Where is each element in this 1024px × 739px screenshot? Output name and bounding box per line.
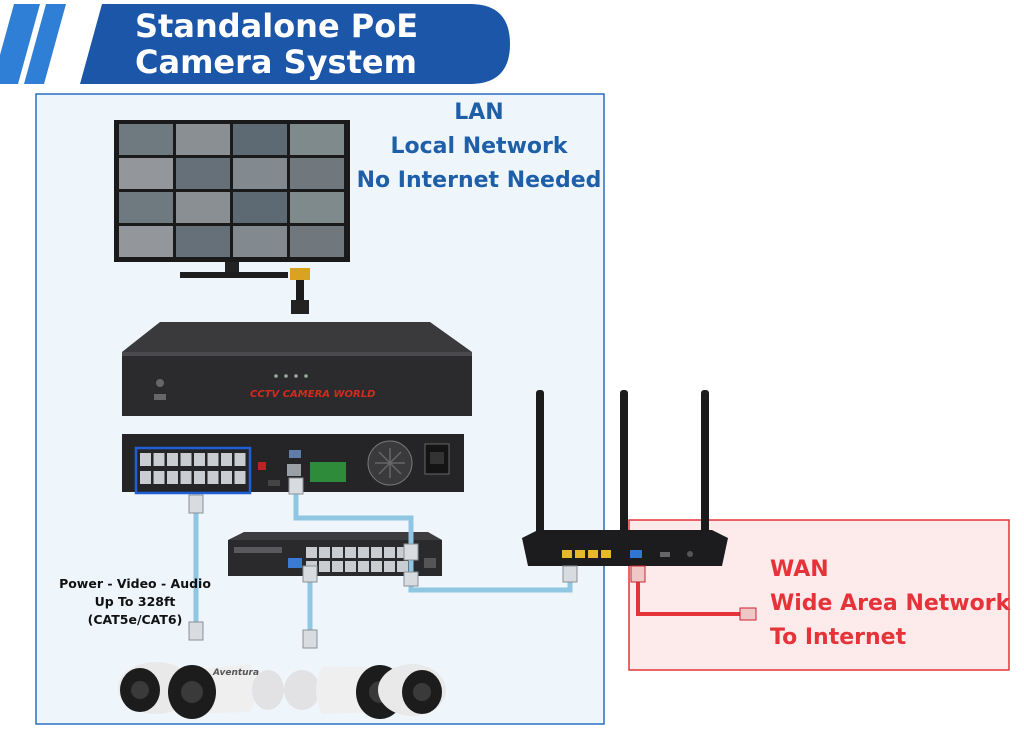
camera-feed-tile — [233, 158, 287, 189]
cable-note-line-1: Power - Video - Audio — [59, 576, 211, 591]
nvr-logo: CCTV CAMERA WORLD — [250, 389, 376, 400]
cable-note-line-3: (CAT5e/CAT6) — [87, 612, 183, 627]
switch-port — [345, 547, 356, 558]
cable-note: Power - Video - Audio Up To 328ft (CAT5e… — [40, 575, 230, 629]
switch-port — [306, 547, 317, 558]
switch-port — [384, 561, 395, 572]
switch-port — [397, 547, 408, 558]
nvr-port — [221, 453, 232, 466]
rj45-plugs — [188, 477, 578, 649]
switch-port — [319, 561, 330, 572]
camera-feed-tile — [176, 226, 230, 257]
monitor — [114, 120, 350, 278]
router — [522, 390, 728, 566]
page-title: Standalone PoE Camera System — [135, 8, 418, 80]
nvr-front — [122, 322, 472, 416]
nvr-port — [194, 453, 205, 466]
nvr-port — [140, 453, 151, 466]
switch-port — [384, 547, 395, 558]
nvr-port — [167, 453, 178, 466]
bullet-cameras — [118, 662, 446, 719]
lan-label-line-2: Local Network — [390, 134, 568, 159]
nvr-port — [221, 471, 232, 484]
camera-feed-tile — [290, 124, 344, 155]
nvr-port — [153, 471, 165, 484]
wan-cable — [630, 565, 757, 621]
title-line-1: Standalone PoE — [135, 7, 419, 45]
lan-label-line-1: LAN — [454, 100, 504, 125]
camera-feed-tile — [290, 226, 344, 257]
camera-feed-grid — [119, 124, 344, 257]
camera-feed-tile — [233, 124, 287, 155]
switch-port — [319, 547, 330, 558]
camera-feed-tile — [119, 124, 173, 155]
switch-port — [358, 547, 369, 558]
nvr-port — [180, 453, 192, 466]
camera-feed-tile — [176, 192, 230, 223]
wan-label-line-3: To Internet — [770, 625, 907, 650]
camera-feed-tile — [119, 158, 173, 189]
switch-port — [371, 547, 382, 558]
nvr-port — [234, 453, 246, 466]
camera-brand-label: Aventura — [213, 668, 260, 678]
nvr-port — [234, 471, 246, 484]
camera-feed-tile — [119, 192, 173, 223]
switch-port — [332, 547, 343, 558]
switch-port — [371, 561, 382, 572]
wan-label-line-2: Wide Area Network — [770, 591, 1011, 616]
wan-label-line-1: WAN — [770, 557, 829, 582]
camera-feed-tile — [233, 226, 287, 257]
title-banner — [0, 4, 510, 84]
cable-note-line-2: Up To 328ft — [94, 594, 176, 609]
nvr-port — [207, 453, 219, 466]
nvr-port — [207, 471, 219, 484]
hdmi-cable — [290, 268, 310, 314]
lan-label-line-3: No Internet Needed — [356, 168, 602, 193]
camera-4 — [378, 664, 446, 716]
wan-label: WAN Wide Area Network To Internet — [770, 553, 1010, 655]
nvr-port — [180, 471, 192, 484]
camera-feed-tile — [290, 158, 344, 189]
nvr-poe-ports — [140, 453, 246, 484]
lan-label: LAN Local Network No Internet Needed — [345, 96, 613, 198]
nvr-port — [167, 471, 178, 484]
switch-port — [345, 561, 356, 572]
switch-port — [358, 561, 369, 572]
switch-port — [332, 561, 343, 572]
nvr-port — [194, 471, 205, 484]
title-line-2: Camera System — [135, 43, 417, 81]
camera-2 — [168, 664, 284, 719]
camera-feed-tile — [290, 192, 344, 223]
camera-feed-tile — [233, 192, 287, 223]
camera-feed-tile — [119, 226, 173, 257]
nvr-port — [153, 453, 165, 466]
nvr-port — [140, 471, 151, 484]
camera-feed-tile — [176, 124, 230, 155]
switch-port — [397, 561, 408, 572]
camera-feed-tile — [176, 158, 230, 189]
